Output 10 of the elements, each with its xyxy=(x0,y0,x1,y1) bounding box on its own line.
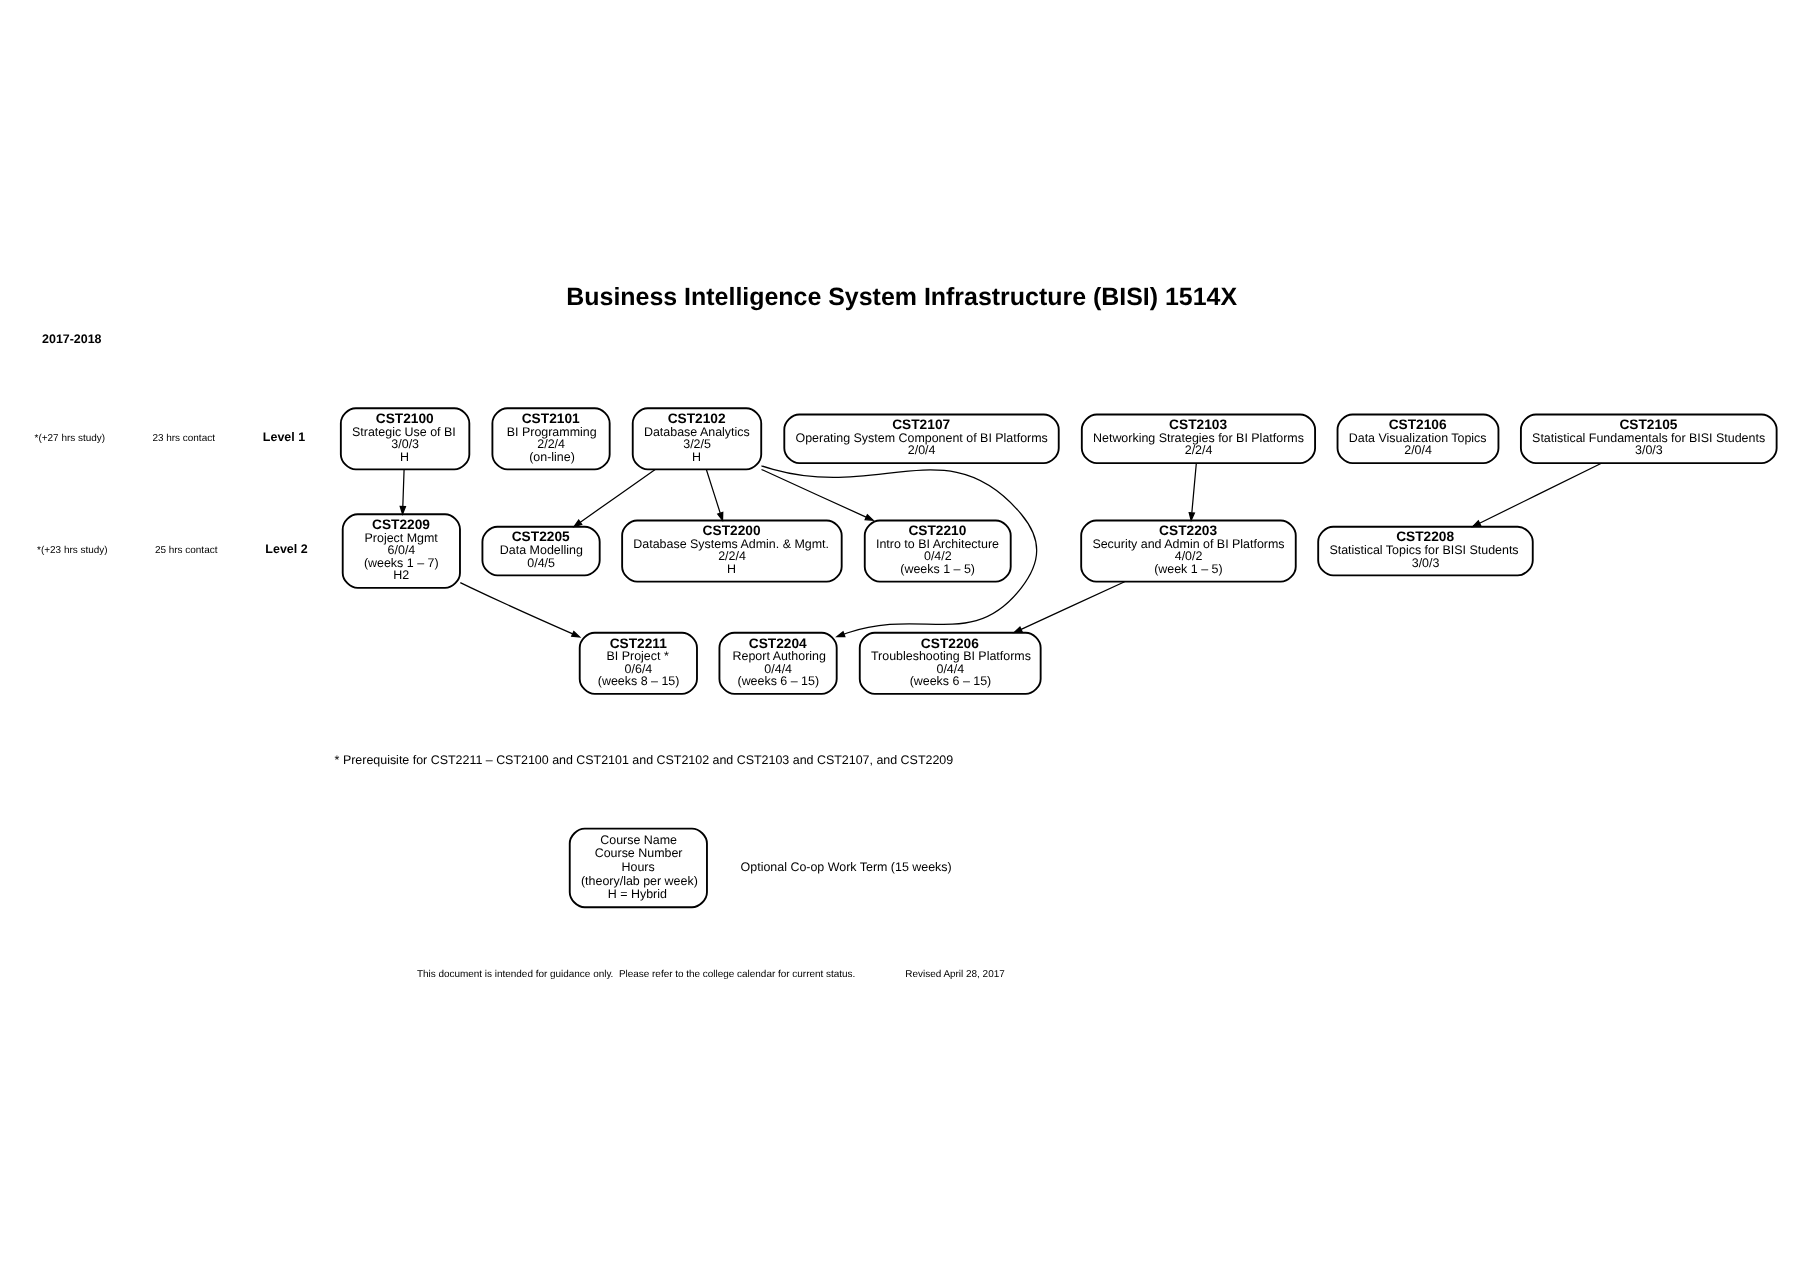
arrow xyxy=(572,468,656,528)
arrow xyxy=(760,468,875,522)
arrow xyxy=(760,465,1038,638)
arrow xyxy=(399,468,407,516)
arrow xyxy=(459,581,582,638)
arrow xyxy=(1188,462,1197,523)
arrow xyxy=(705,468,724,523)
arrow xyxy=(1471,462,1603,528)
arrow xyxy=(1012,581,1126,634)
diagram-title: Business Intelligence System Infrastructure (BISI) 1514X xyxy=(566,282,1238,311)
